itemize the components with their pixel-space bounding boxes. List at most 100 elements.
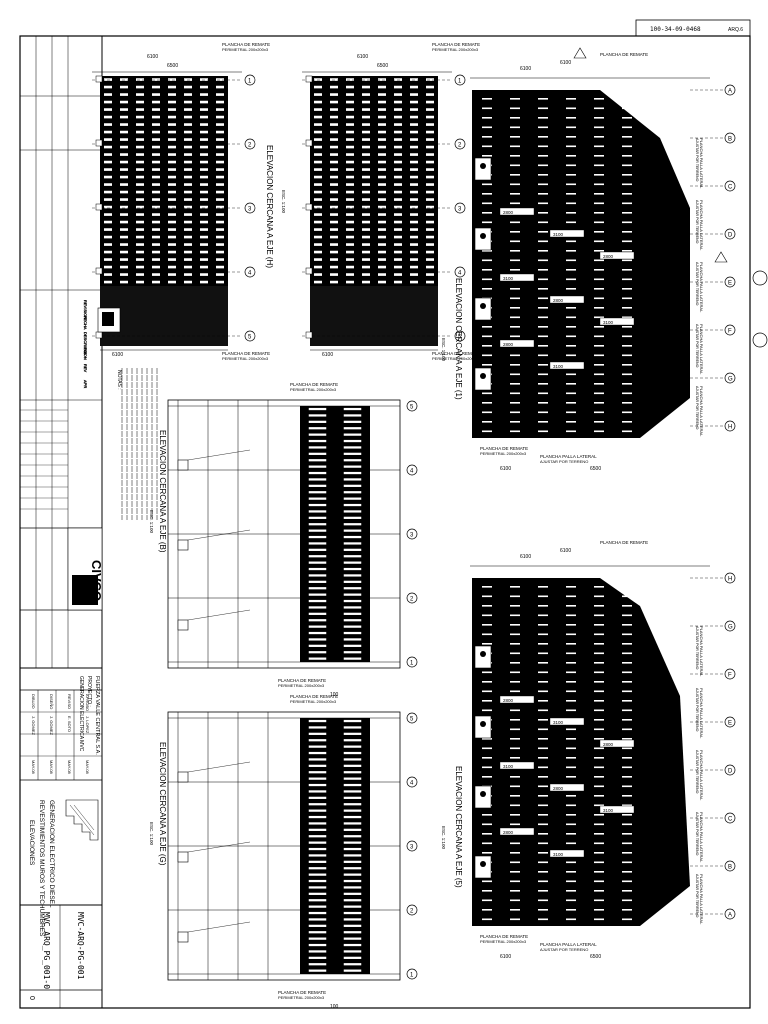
panel-mark bbox=[152, 228, 160, 231]
panel-mark bbox=[394, 175, 402, 179]
panel-mark bbox=[538, 345, 548, 347]
panel-mark bbox=[566, 814, 576, 816]
panel-mark bbox=[482, 402, 492, 404]
panel-mark bbox=[622, 757, 632, 759]
panel-mark bbox=[152, 108, 160, 111]
panel-mark bbox=[152, 198, 160, 201]
panel-mark bbox=[594, 402, 604, 404]
panel-mark bbox=[594, 909, 604, 911]
column-mark bbox=[305, 203, 313, 211]
panel-mark bbox=[566, 278, 576, 281]
panel-mark bbox=[510, 795, 520, 797]
panel-mark bbox=[482, 278, 492, 281]
dim-text: 6100 bbox=[500, 954, 511, 960]
panel-mark bbox=[330, 183, 338, 186]
panel-mark bbox=[330, 168, 338, 171]
panel-mark bbox=[343, 574, 362, 577]
column-mark bbox=[95, 139, 103, 147]
panel-mark bbox=[622, 690, 632, 693]
note-text: PERIMETRAL 200x200x3 bbox=[432, 47, 479, 52]
note-text: AJUSTAR POR TERRENO bbox=[540, 459, 588, 464]
panel-mark bbox=[622, 633, 632, 636]
panel-mark bbox=[394, 198, 402, 201]
side-note: PLANCHA PALLA LATERAL bbox=[699, 324, 704, 375]
panel-mark bbox=[394, 205, 402, 209]
cladding-mass bbox=[472, 90, 690, 438]
side-note: PLANCHA PALLA LATERAL bbox=[699, 626, 704, 677]
panel-mark bbox=[184, 108, 192, 111]
panel-mark bbox=[566, 899, 576, 902]
panel-mark bbox=[104, 190, 112, 194]
panel-mark bbox=[566, 871, 576, 873]
panel-mark bbox=[330, 243, 338, 246]
panel-mark bbox=[482, 690, 492, 693]
panel-mark bbox=[168, 108, 176, 111]
leader-line bbox=[187, 921, 251, 933]
panel-mark bbox=[330, 100, 338, 104]
panel-mark bbox=[482, 183, 492, 186]
panel-mark bbox=[566, 288, 576, 290]
panel-mark bbox=[152, 130, 160, 134]
panel-mark bbox=[538, 221, 548, 224]
side-note: AJUSTAR POR TERRENO bbox=[695, 812, 699, 856]
panel-mark bbox=[120, 168, 128, 171]
panel-mark bbox=[594, 136, 604, 138]
panel-mark bbox=[594, 814, 604, 816]
panel-mark bbox=[566, 373, 576, 376]
axis-bubble bbox=[724, 132, 736, 144]
panel-mark bbox=[538, 766, 548, 769]
panel-mark bbox=[566, 107, 576, 110]
panel-mark bbox=[184, 280, 192, 284]
panel-mark bbox=[136, 198, 144, 201]
panel-mark bbox=[622, 861, 632, 864]
panel-mark bbox=[200, 160, 208, 164]
axis-label: 3 bbox=[410, 845, 414, 851]
panel-mark bbox=[343, 758, 362, 761]
panel-mark bbox=[594, 145, 604, 148]
panel-mark bbox=[314, 85, 322, 89]
elevation-scale: ESC. 1:100 bbox=[149, 822, 154, 846]
panel-mark bbox=[168, 100, 176, 104]
panel-mark bbox=[622, 202, 632, 205]
panel-mark bbox=[622, 155, 632, 157]
panel-mark bbox=[538, 823, 548, 826]
panel-mark bbox=[426, 228, 434, 231]
panel-mark bbox=[362, 250, 370, 254]
panel-mark bbox=[152, 145, 160, 149]
panel-mark bbox=[482, 145, 492, 148]
panel-mark bbox=[594, 833, 604, 835]
panel-mark bbox=[120, 273, 128, 276]
panel-mark bbox=[510, 614, 520, 617]
panel-mark bbox=[346, 115, 354, 119]
panel-mark bbox=[136, 100, 144, 104]
panel-mark bbox=[566, 421, 576, 423]
panel-mark bbox=[566, 823, 576, 826]
axis-label: A bbox=[728, 913, 732, 919]
panel-mark bbox=[343, 943, 362, 947]
panel-mark bbox=[378, 115, 386, 119]
panel-mark bbox=[482, 852, 492, 854]
panel-mark bbox=[510, 392, 520, 395]
size-tag bbox=[499, 761, 535, 770]
panel-mark bbox=[343, 732, 362, 735]
panel-mark bbox=[120, 250, 128, 254]
panel-mark bbox=[104, 220, 112, 224]
dim-text: 6100 bbox=[500, 466, 511, 472]
panel-mark bbox=[482, 98, 492, 100]
panel-mark bbox=[343, 478, 362, 481]
panel-mark bbox=[343, 606, 362, 609]
panel-mark bbox=[410, 250, 418, 254]
panel-mark bbox=[346, 280, 354, 284]
side-note: PLANCHA PALLA LATERAL bbox=[699, 138, 704, 189]
panel-mark bbox=[510, 643, 520, 645]
panel-mark bbox=[308, 803, 327, 806]
panel-mark bbox=[216, 228, 224, 231]
panel-mark bbox=[184, 78, 192, 81]
panel-mark bbox=[184, 213, 192, 216]
panel-mark bbox=[538, 586, 548, 588]
panel-mark bbox=[510, 316, 520, 319]
panel-mark bbox=[362, 213, 370, 216]
panel-mark bbox=[566, 890, 576, 892]
